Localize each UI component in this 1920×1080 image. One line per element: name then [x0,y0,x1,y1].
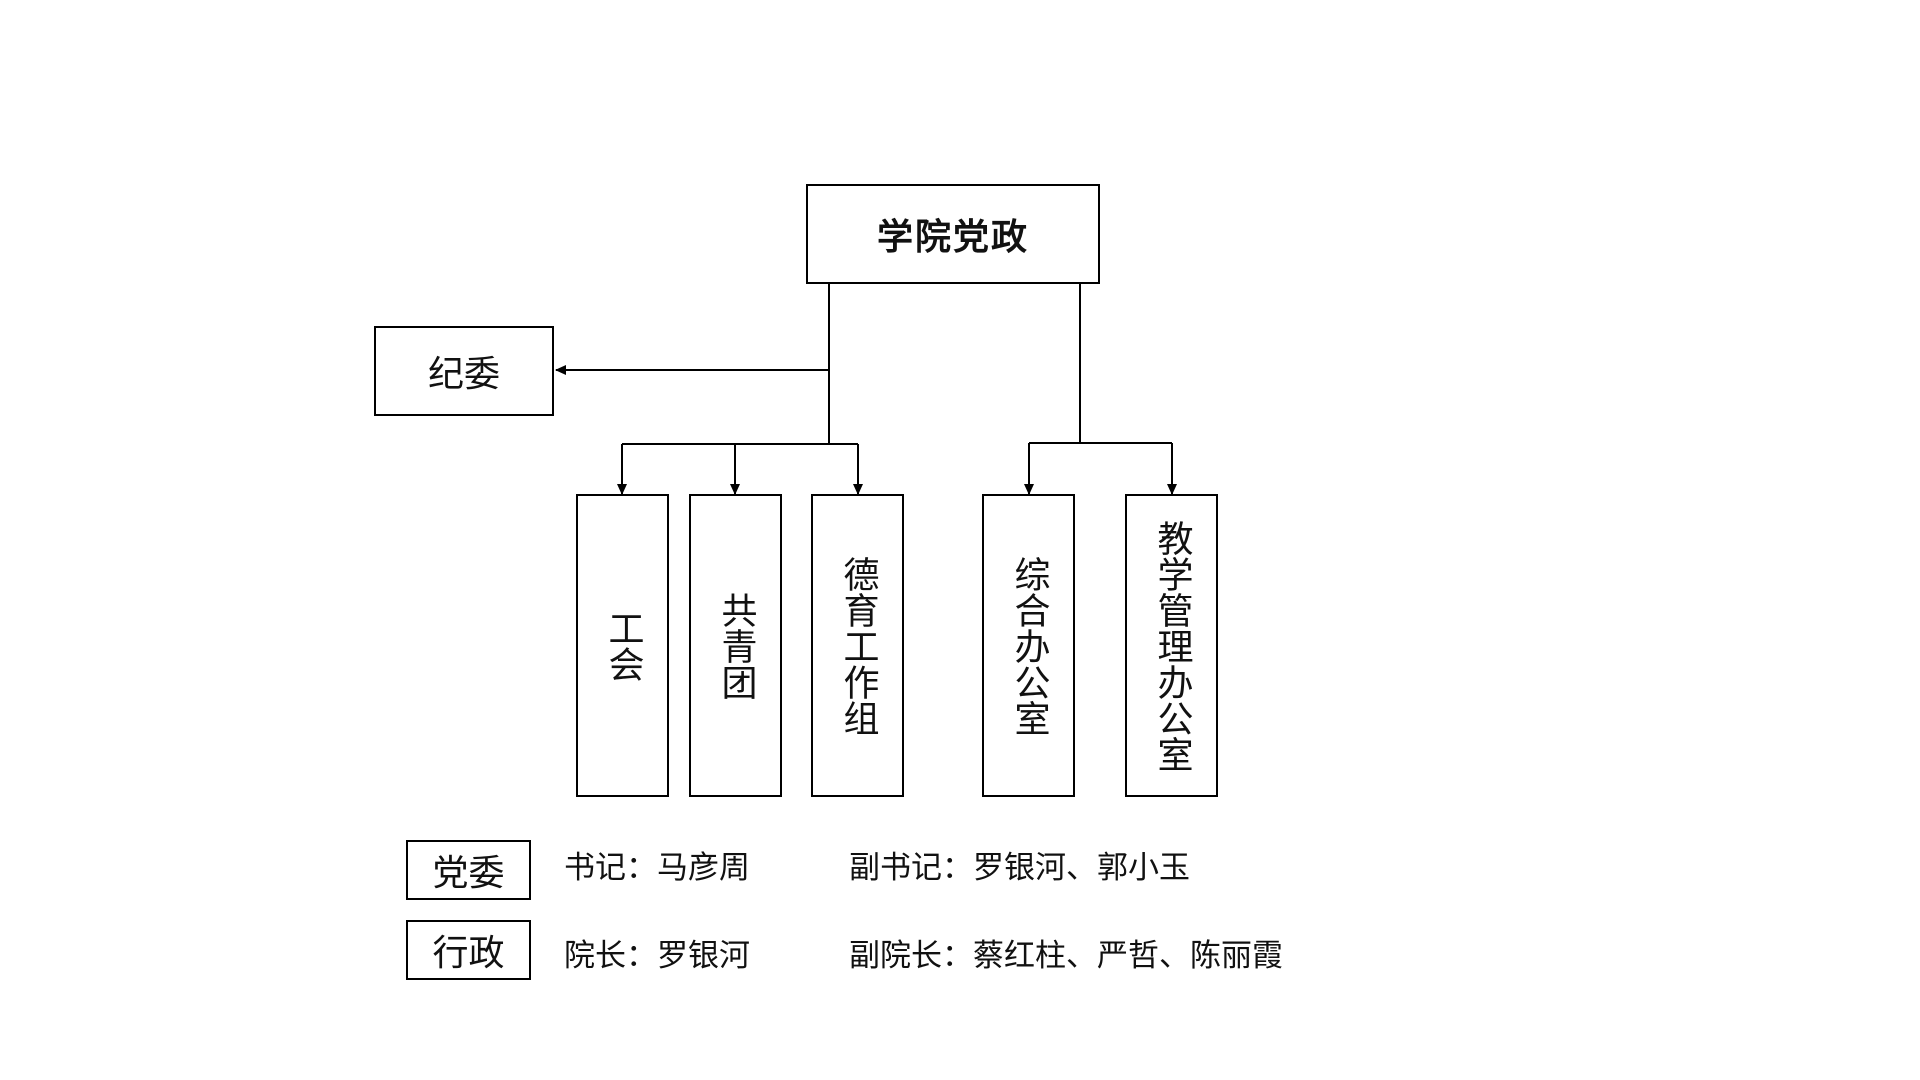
node-right-1: 综合办公室 [982,494,1075,797]
node-left-1-label: 工会 [602,609,644,682]
legend-label-2: 行政 [406,920,531,980]
node-root-label: 学院党政 [876,217,1029,258]
legend-secondary-1: 副书记：罗银河、郭小玉 [849,850,1190,886]
legend-label-1: 党委 [406,840,531,900]
node-side: 纪委 [374,326,554,416]
legend-label-1-text: 党委 [432,853,505,894]
legend-label-2-text: 行政 [432,933,505,974]
legend-secondary-2: 副院长：蔡红柱、严哲、陈丽霞 [849,938,1283,974]
node-root: 学院党政 [806,184,1100,284]
node-side-label: 纪委 [427,354,500,395]
legend-primary-1: 书记：马彦周 [564,850,750,886]
node-right-1-label: 综合办公室 [1008,555,1050,736]
node-left-3-label: 德育工作组 [837,555,879,736]
node-right-2-label: 教学管理办公室 [1151,519,1193,772]
node-right-2: 教学管理办公室 [1125,494,1218,797]
node-left-2-label: 共青团 [715,591,757,700]
node-left-3: 德育工作组 [811,494,904,797]
legend-primary-2: 院长：罗银河 [564,938,750,974]
node-left-2: 共青团 [689,494,782,797]
node-left-1: 工会 [576,494,669,797]
